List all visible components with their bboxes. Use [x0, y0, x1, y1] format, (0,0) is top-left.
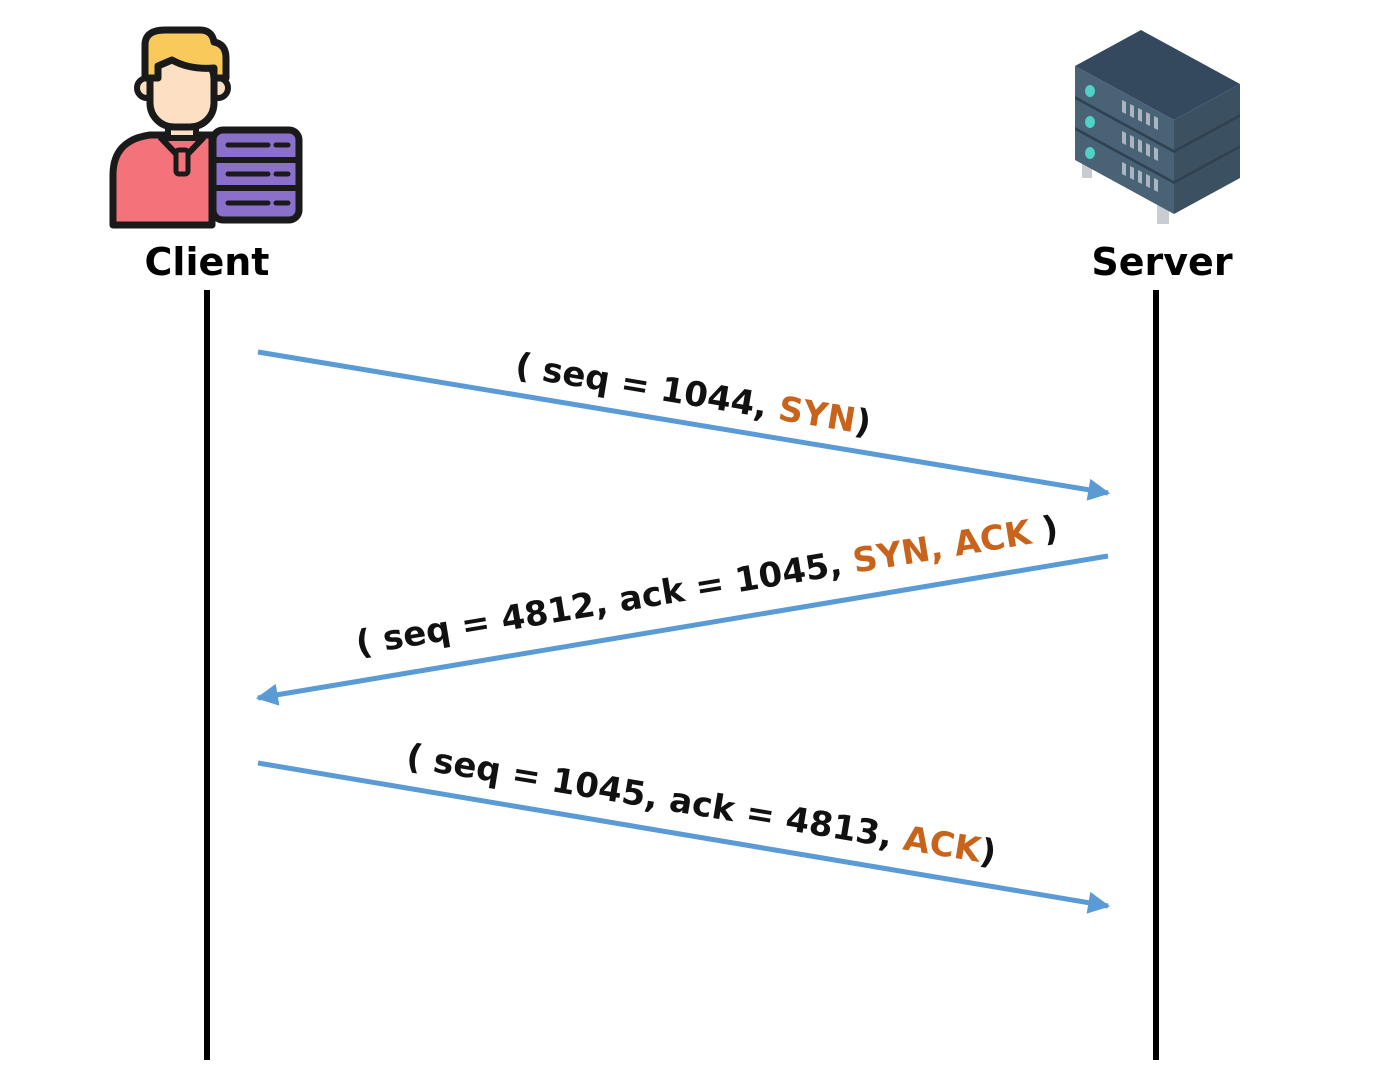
- message-label-close: ): [852, 402, 874, 444]
- message-ack: ( seq = 1045, ack = 4813, ACK): [257, 736, 1111, 914]
- server-rack-icon: [1075, 30, 1240, 224]
- message-flags: ACK: [901, 819, 986, 871]
- message-syn-ack: ( seq = 4812, ack = 1045, SYN, ACK ): [255, 508, 1109, 706]
- message-label-open: ( seq = 4812, ack = 1045,: [353, 542, 857, 664]
- message-arrow: [257, 349, 1111, 501]
- message-label: ( seq = 4812, ack = 1045, SYN, ACK ): [353, 508, 1061, 664]
- message-arrow: [257, 760, 1111, 914]
- message-syn: ( seq = 1044, SYN): [257, 345, 1111, 501]
- message-flags: SYN: [776, 389, 859, 441]
- client-label: Client: [145, 240, 270, 284]
- message-label-close: ): [1028, 508, 1062, 552]
- message-label-open: ( seq = 1045, ack = 4813,: [404, 736, 908, 858]
- message-label-close: ): [977, 831, 999, 873]
- message-arrow: [255, 553, 1109, 706]
- client-person-server-icon: [109, 26, 303, 229]
- message-label: ( seq = 1044, SYN): [513, 345, 874, 443]
- server-label: Server: [1091, 240, 1232, 284]
